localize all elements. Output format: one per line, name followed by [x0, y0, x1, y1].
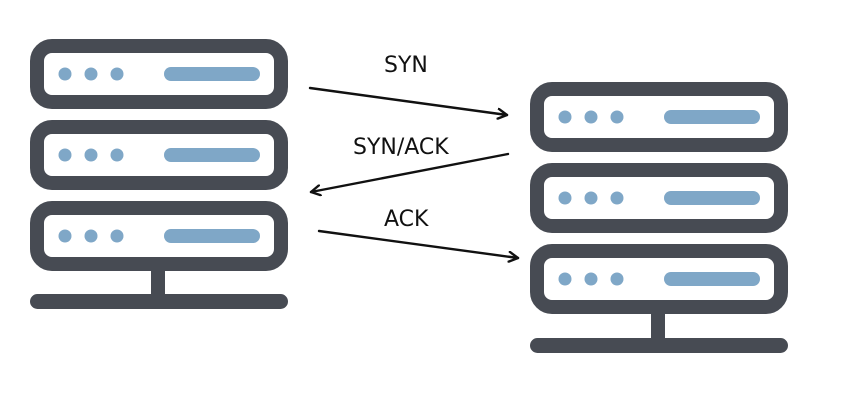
right-server-unit-3: [530, 244, 788, 314]
right-server-base: [530, 338, 788, 353]
right-server-stand: [651, 313, 665, 341]
syn-ack-arrow: [309, 152, 510, 192]
ack-arrow: [317, 229, 520, 258]
syn-arrow: [308, 86, 509, 115]
syn-label: SYN: [384, 53, 428, 78]
syn-ack-label: SYN/ACK: [353, 135, 449, 160]
right-server-unit-1: [530, 82, 788, 152]
left-server-stand: [151, 270, 165, 298]
left-server-unit-3: [30, 201, 288, 271]
left-server-unit-1: [30, 39, 288, 109]
left-server-unit-2: [30, 120, 288, 190]
right-server-icon: [530, 82, 788, 353]
left-server-base: [30, 294, 288, 309]
right-server-unit-2: [530, 163, 788, 233]
left-server-icon: [30, 39, 288, 309]
ack-label: ACK: [384, 207, 429, 232]
